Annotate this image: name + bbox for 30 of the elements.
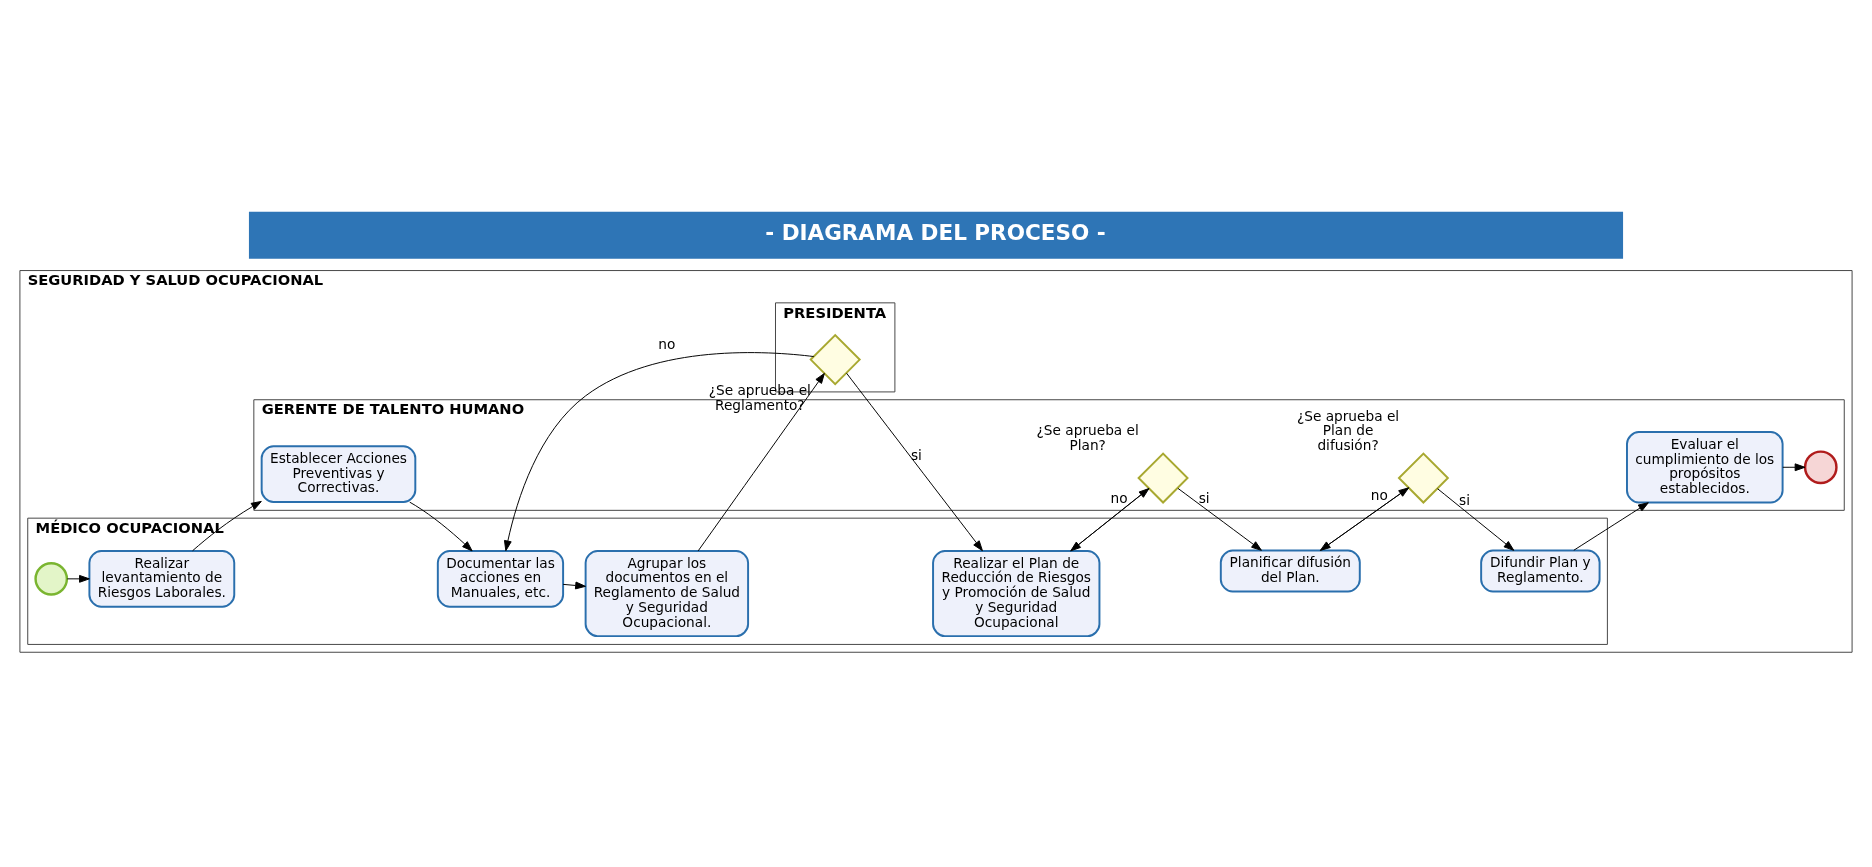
node-box: Evaluar el cumplimiento de los propósitos establecidos. — [1626, 430, 1784, 503]
node-circle — [34, 561, 69, 596]
arrow — [1573, 501, 1649, 551]
node-box: Realizar levantamiento de Riesgos Laborales. — [88, 549, 236, 608]
arrow — [562, 581, 586, 589]
arrow — [409, 501, 473, 551]
node-label: ¿Se aprueba el Plan de difusión? — [1296, 406, 1400, 453]
edge-label: si — [910, 446, 922, 463]
arrow — [1437, 487, 1515, 551]
node-circle — [1803, 449, 1838, 484]
arrow — [503, 351, 815, 551]
edge-label: si — [1459, 491, 1470, 508]
node-box: Planificar difusión del Plan. — [1219, 549, 1361, 593]
arrow — [192, 500, 262, 551]
node-box: Establecer Acciones Preventivas y Correctivas. — [260, 444, 417, 503]
arrow — [1177, 487, 1262, 551]
diagram-title: - DIAGRAMA DEL PROCESO - — [765, 219, 1106, 245]
arrow — [697, 372, 825, 551]
edge-label: no — [1370, 486, 1388, 503]
node-label: ¿Se aprueba el Plan? — [1036, 421, 1139, 453]
arrow — [846, 372, 983, 551]
edge-label: no — [658, 335, 676, 352]
node-box: Difundir Plan y Reglamento. — [1480, 549, 1601, 593]
node-box: Documentar las acciones en Manuales, etc. — [436, 549, 565, 608]
edge-label: no — [1110, 489, 1128, 506]
node-box: Realizar el Plan de Reducción de Riesgos y Promoción de Salud y Seguridad Ocupacional — [932, 549, 1101, 637]
arrow — [66, 574, 90, 583]
node-box: Agrupar los documentos en el Reglamento de Salud y Seguridad Ocupacional. — [584, 549, 750, 637]
arrow — [1782, 462, 1806, 471]
edge-label: si — [1198, 489, 1210, 506]
